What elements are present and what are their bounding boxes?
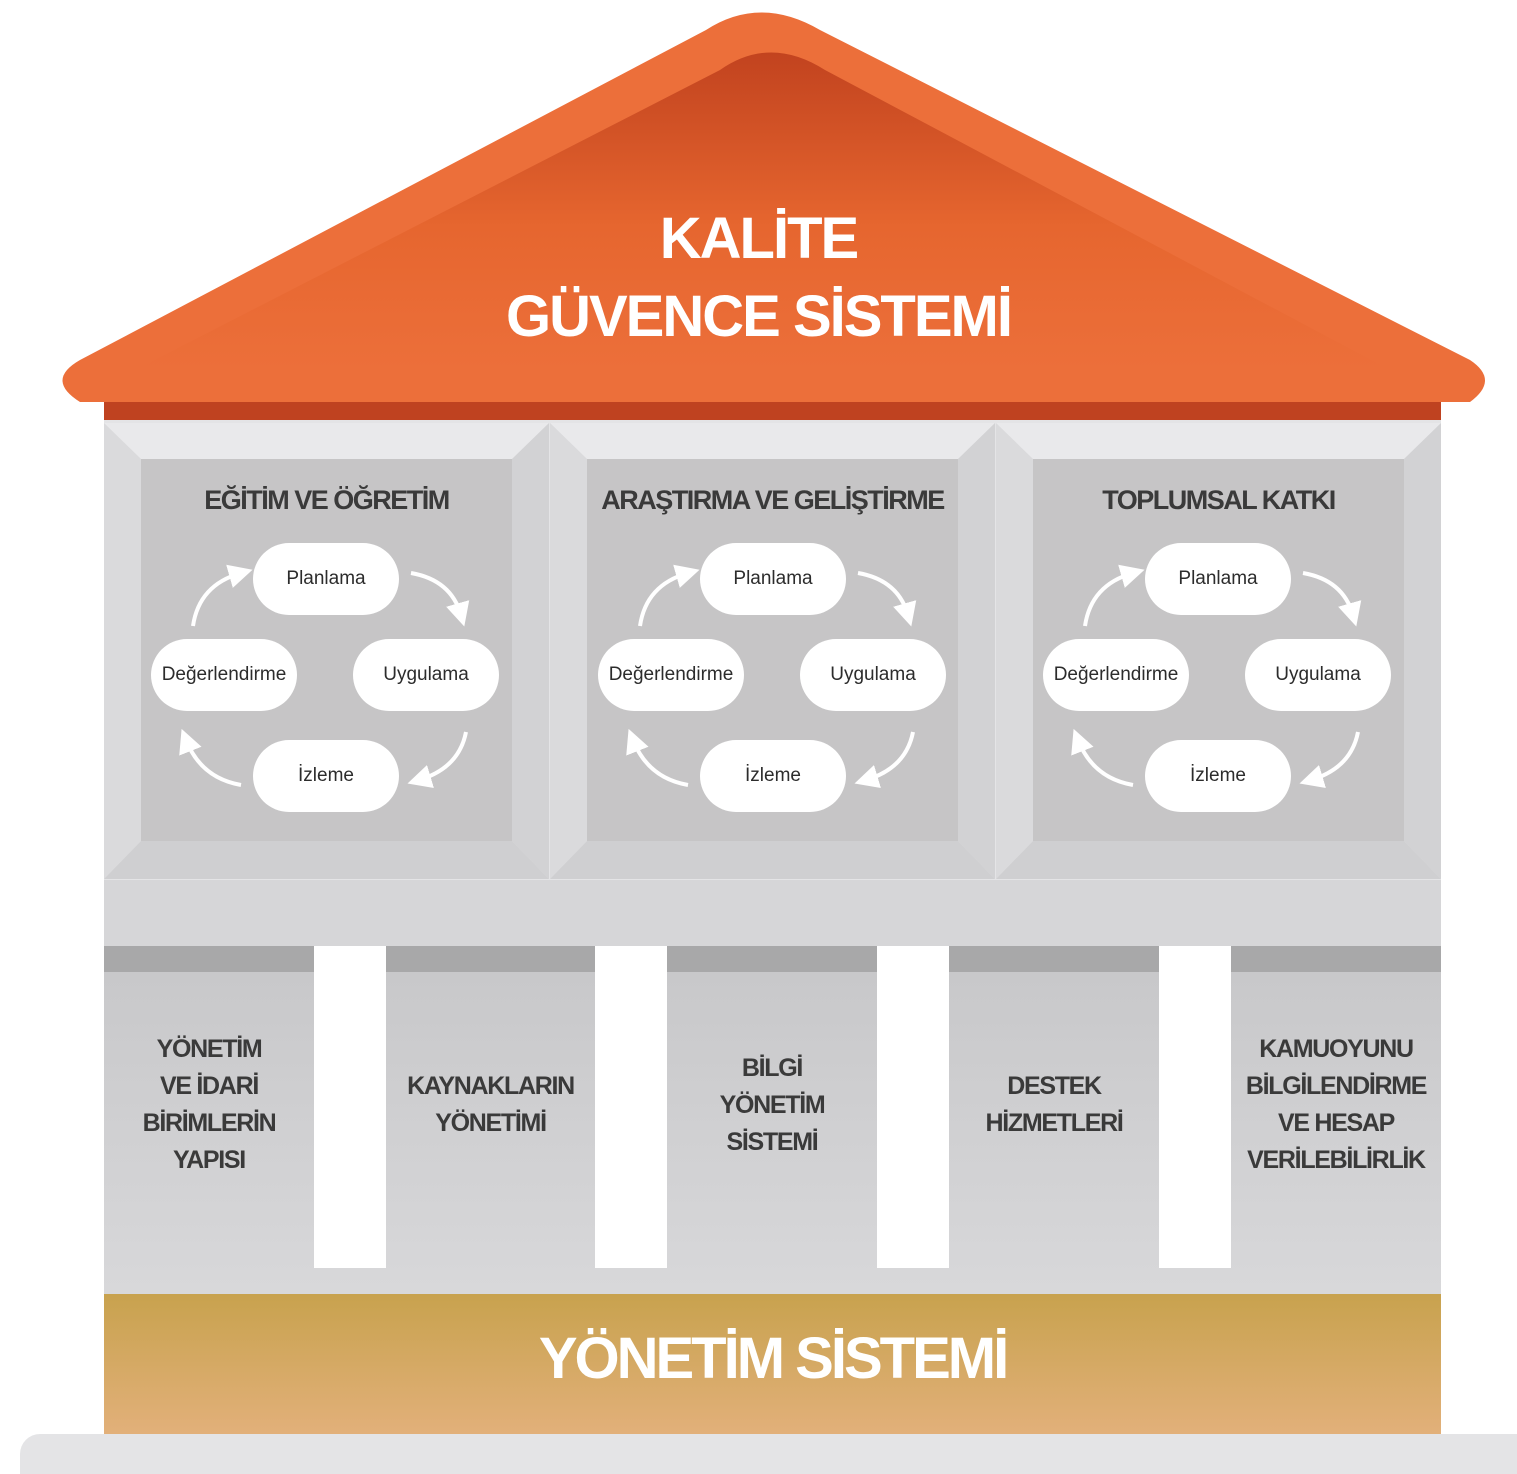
cycle-step-planlama: Planlama xyxy=(1145,543,1291,615)
column-band xyxy=(104,946,1441,972)
panel-title: TOPLUMSAL KATKI xyxy=(1102,485,1336,515)
column-label-destek: DESTEK HİZMETLERİ xyxy=(985,1072,1124,1137)
cycle-step-izleme: İzleme xyxy=(700,740,846,812)
column-label-bilgi-yonetim: BİLGİ YÖNETİM SİSTEMİ xyxy=(719,1054,826,1156)
cycle-step-degerlendirme: Değerlendirme xyxy=(151,639,297,711)
foundation xyxy=(104,1294,1441,1434)
cycle-step-degerlendirme: Değerlendirme xyxy=(1043,639,1189,711)
roof-inner xyxy=(135,52,1390,370)
roof-title-line2: GÜVENCE SİSTEMİ xyxy=(506,284,1013,349)
cycle-arrows-icon xyxy=(626,564,917,789)
cycle-arrows-icon xyxy=(179,564,470,789)
column-label-yonetim-idari: YÖNETİM VE İDARİ BİRİMLERİN YAPISI xyxy=(142,1035,277,1174)
beam xyxy=(104,880,1441,946)
panel-title: ARAŞTIRMA VE GELİŞTİRME xyxy=(601,485,945,515)
ground xyxy=(20,1434,1517,1474)
pillar-4 xyxy=(1159,946,1231,1268)
panel-title: EĞİTİM VE ÖĞRETİM xyxy=(204,485,450,515)
cycle-step-uygulama: Uygulama xyxy=(1245,639,1391,711)
pillar-1 xyxy=(314,946,386,1268)
cycle-arrows-icon xyxy=(1071,564,1362,789)
cycle-step-izleme: İzleme xyxy=(1145,740,1291,812)
column-label-kaynaklar: KAYNAKLARIN YÖNETİMİ xyxy=(407,1072,575,1137)
pillar-2 xyxy=(595,946,667,1268)
cycle-step-uygulama: Uygulama xyxy=(353,639,499,711)
roof-eave xyxy=(104,402,1441,423)
cycle-step-degerlendirme: Değerlendirme xyxy=(598,639,744,711)
roof-title-line1: KALİTE xyxy=(659,206,859,271)
cycle-step-izleme: İzleme xyxy=(253,740,399,812)
cycle-step-planlama: Planlama xyxy=(700,543,846,615)
roof xyxy=(62,12,1485,423)
pillar-3 xyxy=(877,946,949,1268)
foundation-title: YÖNETİM SİSTEMİ xyxy=(538,1326,1009,1391)
column-label-kamuoyu: KAMUOYUNU BİLGİLENDİRME VE HESAP VERİLEB… xyxy=(1245,1035,1428,1174)
cycle-step-planlama: Planlama xyxy=(253,543,399,615)
cycle-step-uygulama: Uygulama xyxy=(800,639,946,711)
